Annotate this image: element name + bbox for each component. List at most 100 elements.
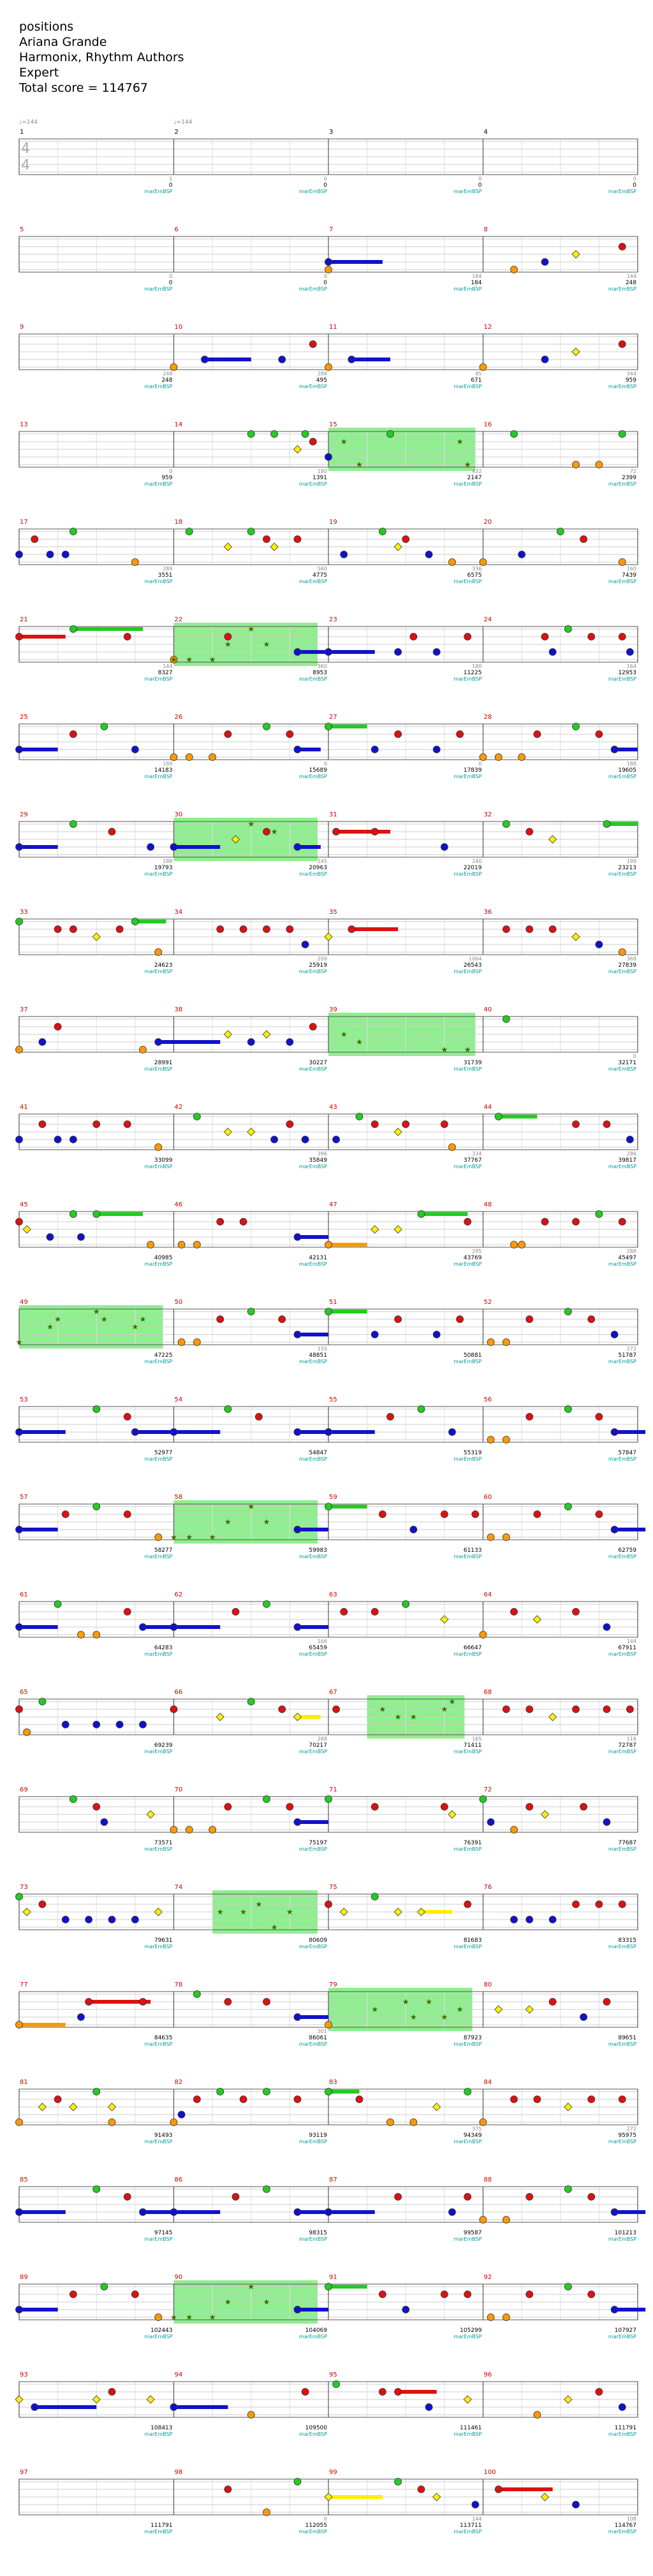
red-note bbox=[69, 2290, 77, 2298]
green-note bbox=[15, 918, 23, 925]
star-note-icon: ★ bbox=[441, 2013, 448, 2022]
note-count: 180 bbox=[318, 468, 327, 474]
sp-label: marEmBSP bbox=[299, 2236, 327, 2242]
measure-number: 81 bbox=[20, 2079, 28, 2086]
green-note bbox=[131, 918, 139, 925]
red-note bbox=[587, 1315, 596, 1323]
red-note bbox=[626, 1705, 634, 1713]
sp-label: marEmBSP bbox=[144, 2529, 172, 2535]
measure-number: 68 bbox=[484, 1689, 492, 1696]
green-note bbox=[216, 2088, 224, 2095]
measure-score: 20963 bbox=[309, 865, 327, 871]
note-count: 0 bbox=[169, 273, 172, 279]
orange-note bbox=[518, 753, 526, 761]
green-note bbox=[325, 2088, 332, 2095]
blue-note bbox=[409, 1526, 418, 1533]
measure-score: 32171 bbox=[618, 1060, 636, 1066]
red-note bbox=[440, 1510, 448, 1518]
measure-score: 69239 bbox=[154, 1742, 173, 1749]
red-note bbox=[224, 2486, 232, 2493]
sp-label: marEmBSP bbox=[299, 1261, 327, 1267]
green-note bbox=[325, 1503, 332, 1510]
measure-number: 85 bbox=[20, 2176, 28, 2183]
measure-score: 87923 bbox=[464, 2035, 482, 2041]
sp-label: marEmBSP bbox=[144, 969, 172, 974]
green-note bbox=[270, 430, 279, 438]
blue-note bbox=[332, 1136, 341, 1143]
measure-score: 112055 bbox=[305, 2522, 327, 2529]
red-note bbox=[464, 1218, 472, 1226]
blue-note bbox=[301, 941, 309, 948]
red-note bbox=[548, 925, 557, 933]
star-note-icon: ★ bbox=[224, 640, 231, 649]
green-note bbox=[263, 1795, 270, 1803]
measure-number: 29 bbox=[20, 811, 28, 818]
orange-note bbox=[325, 2021, 332, 2029]
orange-note bbox=[487, 1436, 495, 1444]
orange-note bbox=[23, 1728, 31, 1736]
orange-note bbox=[154, 1143, 163, 1151]
measure-score: 107927 bbox=[615, 2327, 636, 2334]
note-count: 188 bbox=[163, 858, 172, 864]
measure-number: 3 bbox=[329, 129, 333, 136]
orange-note bbox=[510, 1241, 518, 1248]
measure-number: 45 bbox=[20, 1201, 28, 1208]
measure-number: 63 bbox=[329, 1591, 337, 1598]
yellow-note bbox=[393, 542, 402, 551]
blue-note bbox=[15, 2208, 23, 2216]
measure-score: 91493 bbox=[154, 2132, 173, 2139]
measure-number: 71 bbox=[329, 1786, 337, 1793]
red-note bbox=[371, 828, 379, 836]
yellow-note bbox=[216, 1712, 224, 1721]
measure-score: 70217 bbox=[309, 1742, 327, 1749]
orange-note bbox=[325, 1241, 332, 1248]
yellow-note bbox=[223, 542, 232, 551]
measure-score: 7439 bbox=[622, 572, 636, 579]
red-note bbox=[123, 1510, 131, 1518]
measure-score: 28991 bbox=[154, 1060, 173, 1066]
measure-number: 76 bbox=[484, 1884, 492, 1891]
measure-score: 80609 bbox=[309, 1937, 327, 1944]
measure-number: 4 bbox=[484, 129, 488, 136]
red-note bbox=[239, 2095, 247, 2103]
star-note-icon: ★ bbox=[263, 640, 270, 649]
sp-label: marEmBSP bbox=[453, 384, 481, 389]
note-count: 0 bbox=[633, 1053, 636, 1059]
blue-note bbox=[610, 1428, 619, 1436]
measure-number: 22 bbox=[175, 616, 183, 623]
blue-note bbox=[15, 746, 23, 753]
yellow-note bbox=[448, 1810, 457, 1819]
red-note bbox=[193, 2095, 201, 2103]
red-note bbox=[348, 925, 356, 933]
sp-label: marEmBSP bbox=[608, 384, 636, 389]
measure-score: 86061 bbox=[309, 2035, 327, 2041]
red-note bbox=[464, 2290, 472, 2298]
measure-score: 89651 bbox=[618, 2035, 636, 2041]
staff-frame bbox=[18, 431, 638, 468]
yellow-note bbox=[92, 932, 101, 941]
green-note bbox=[564, 625, 572, 633]
measure-score: 58277 bbox=[154, 1547, 173, 1554]
measure-score: 42131 bbox=[309, 1255, 327, 1261]
measure-number: 84 bbox=[484, 2079, 492, 2086]
blue-note bbox=[170, 1428, 178, 1436]
star-note-icon: ★ bbox=[356, 460, 363, 469]
sp-label: marEmBSP bbox=[608, 189, 636, 194]
yellow-note bbox=[571, 347, 580, 356]
measure-score: 959 bbox=[626, 377, 636, 384]
red-note bbox=[533, 2095, 541, 2103]
staff-frame bbox=[18, 1698, 638, 1735]
red-note bbox=[224, 1998, 232, 2006]
measure-score: 77687 bbox=[618, 1840, 636, 1846]
orange-note bbox=[108, 2118, 116, 2126]
note-count: 0 bbox=[633, 176, 636, 182]
red-note bbox=[224, 730, 232, 738]
green-note bbox=[355, 1113, 363, 1120]
red-note bbox=[587, 2290, 596, 2298]
red-note bbox=[38, 1120, 47, 1128]
measure-number: 13 bbox=[20, 421, 28, 428]
star-note-icon: ★ bbox=[441, 1705, 448, 1714]
orange-note bbox=[15, 2118, 23, 2126]
star-note-icon: ★ bbox=[402, 1997, 409, 2006]
red-note bbox=[216, 1315, 224, 1323]
